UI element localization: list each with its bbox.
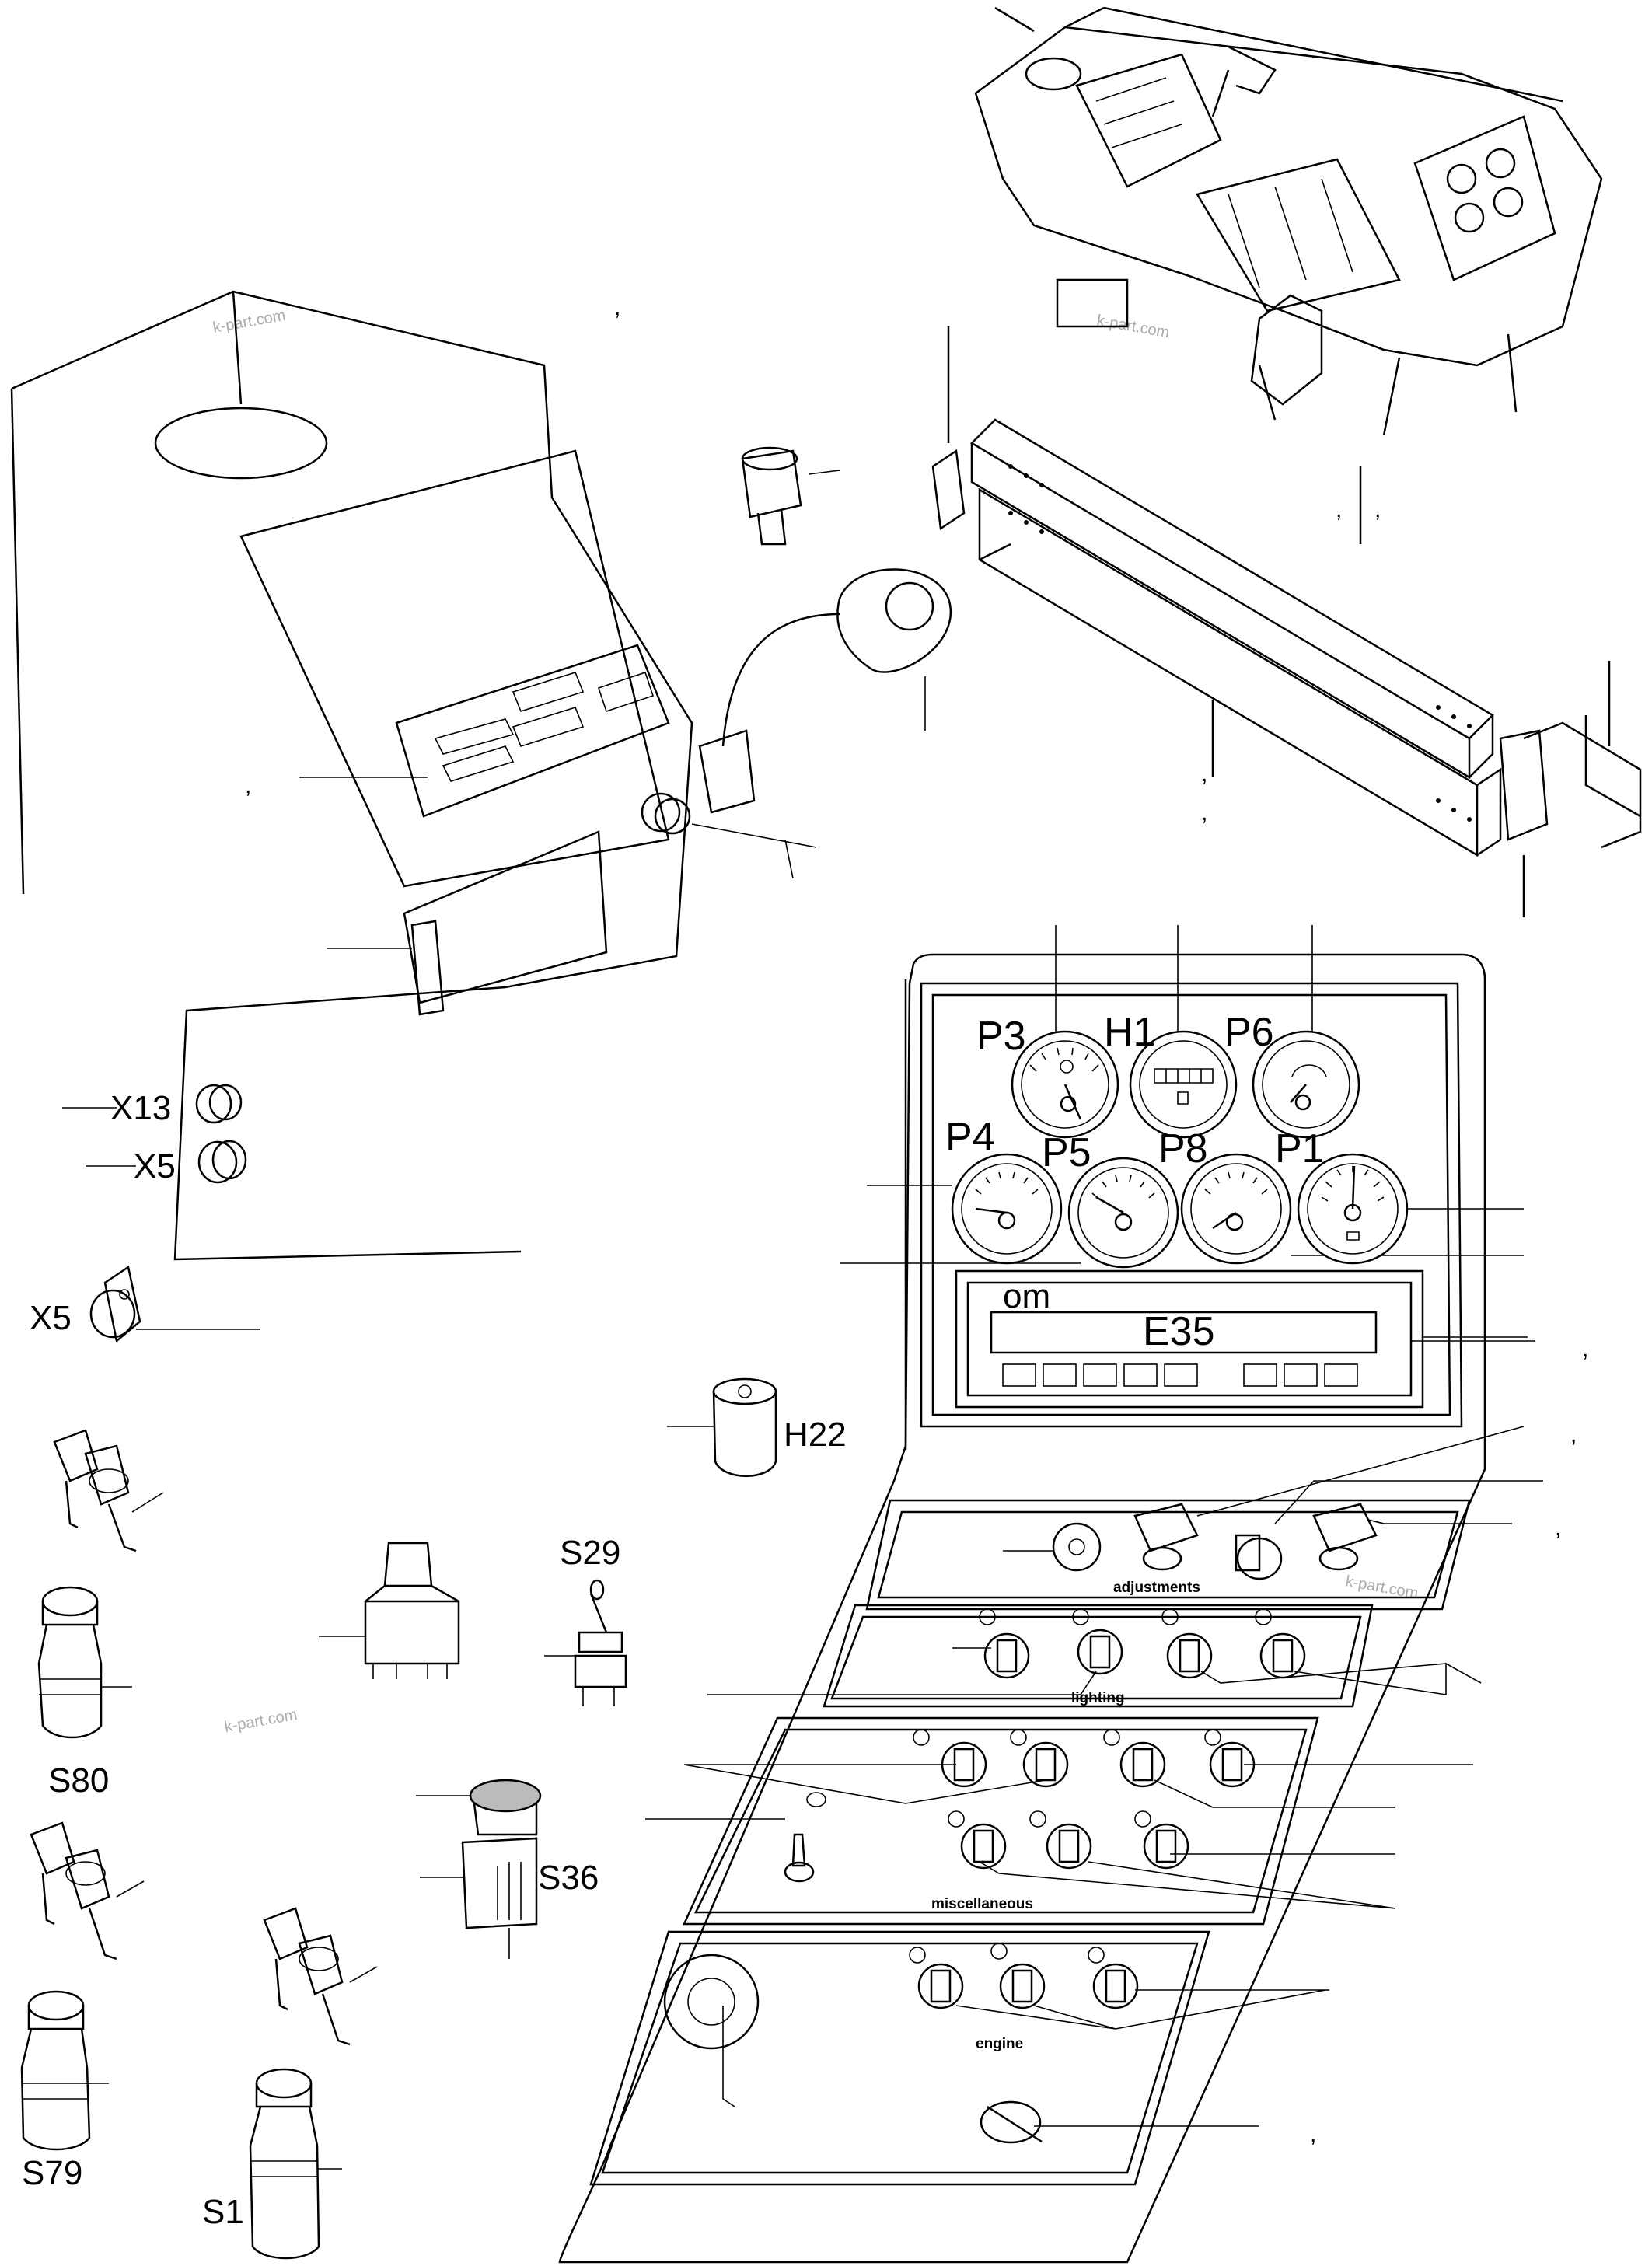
cigarette-lighter-part <box>741 446 840 546</box>
rotary-switch-part <box>319 1542 460 1679</box>
display-e35: om E35 <box>955 1269 1535 1409</box>
section-label-lighting: lighting <box>1071 1690 1125 1706</box>
hour-meter-h1: H1 <box>1104 1010 1238 1139</box>
label-s36: S36 <box>538 1859 599 1897</box>
svg-text:,: , <box>1582 1336 1588 1362</box>
key-set-1 <box>53 1429 164 1552</box>
svg-text:,: , <box>1374 497 1381 522</box>
gauge-p5: P5 <box>1042 1130 1179 1269</box>
svg-text:,: , <box>245 773 251 798</box>
emergency-stop-s36: S36 <box>416 1779 599 1959</box>
reference-marks: , , , , , , , , , , <box>245 295 1588 2147</box>
label-x5-plug: X5 <box>134 1147 176 1185</box>
label-s79: S79 <box>22 2154 82 2192</box>
section-label-miscellaneous: miscellaneous <box>931 1896 1033 1912</box>
miscellaneous-panel: miscellaneous <box>645 1716 1473 1926</box>
switch-s80: S80 <box>37 1586 132 1800</box>
ignition-switch-s1: S1 <box>202 2068 342 2260</box>
toggle-switch-s29: S29 <box>544 1534 627 1706</box>
key-switch-panel-leader <box>299 777 428 949</box>
gauge-p1: P1 <box>1275 1126 1409 1265</box>
label-p1: P1 <box>1275 1126 1325 1171</box>
socket-part <box>641 792 817 879</box>
label-p6: P6 <box>1224 1010 1274 1055</box>
label-h1: H1 <box>1104 1010 1155 1055</box>
spot-lamp-part <box>698 568 952 814</box>
label-x5-socket: X5 <box>30 1299 72 1337</box>
connector-x13: X13 <box>62 1084 243 1127</box>
key-set-3 <box>263 1907 378 2046</box>
label-s1: S1 <box>202 2193 244 2231</box>
watermark: k-part.com <box>211 307 287 337</box>
engine-panel: engine <box>589 1930 1329 2186</box>
svg-text:,: , <box>1555 1515 1561 1541</box>
connector-x5-plug: X5 <box>86 1140 247 1185</box>
svg-text:,: , <box>614 295 620 320</box>
section-label-adjustments: adjustments <box>1113 1580 1200 1596</box>
fuse-relay-strip <box>931 326 1642 917</box>
gauge-p4: P4 <box>945 1115 1063 1265</box>
svg-text:,: , <box>1570 1422 1577 1447</box>
connector-x5-socket: X5 <box>30 1265 260 1343</box>
label-p8: P8 <box>1158 1126 1208 1171</box>
switch-s79: S79 <box>20 1990 109 2192</box>
label-e35: E35 <box>1143 1309 1215 1354</box>
svg-text:,: , <box>1336 497 1342 522</box>
label-s80: S80 <box>48 1761 109 1800</box>
adjustments-panel: adjustments <box>865 1426 1543 1611</box>
key-set-2 <box>30 1821 145 1960</box>
label-p3: P3 <box>976 1014 1026 1059</box>
display-logo: om <box>1003 1277 1050 1315</box>
console-housing <box>10 290 693 1261</box>
label-s29: S29 <box>560 1534 620 1572</box>
svg-text:,: , <box>1201 800 1207 826</box>
gauge-p8: P8 <box>1158 1126 1292 1265</box>
label-h22: H22 <box>784 1416 847 1454</box>
buzzer-h22: H22 <box>667 1377 847 1477</box>
label-p4: P4 <box>945 1115 995 1160</box>
instrument-panel: P3 H1 P6 P4 P5 <box>558 925 1543 2264</box>
lighting-panel: lighting <box>707 1604 1482 1708</box>
label-p5: P5 <box>1042 1130 1091 1175</box>
section-label-engine: engine <box>976 2036 1023 2052</box>
label-x13: X13 <box>110 1089 171 1127</box>
watermark: k-part.com <box>223 1706 299 1736</box>
svg-text:,: , <box>1310 2121 1316 2147</box>
gauge-p3: P3 <box>976 1014 1119 1139</box>
gauge-p6: P6 <box>1224 1010 1360 1139</box>
svg-text:,: , <box>1201 761 1207 787</box>
cab-overview-illustration <box>974 6 1603 436</box>
